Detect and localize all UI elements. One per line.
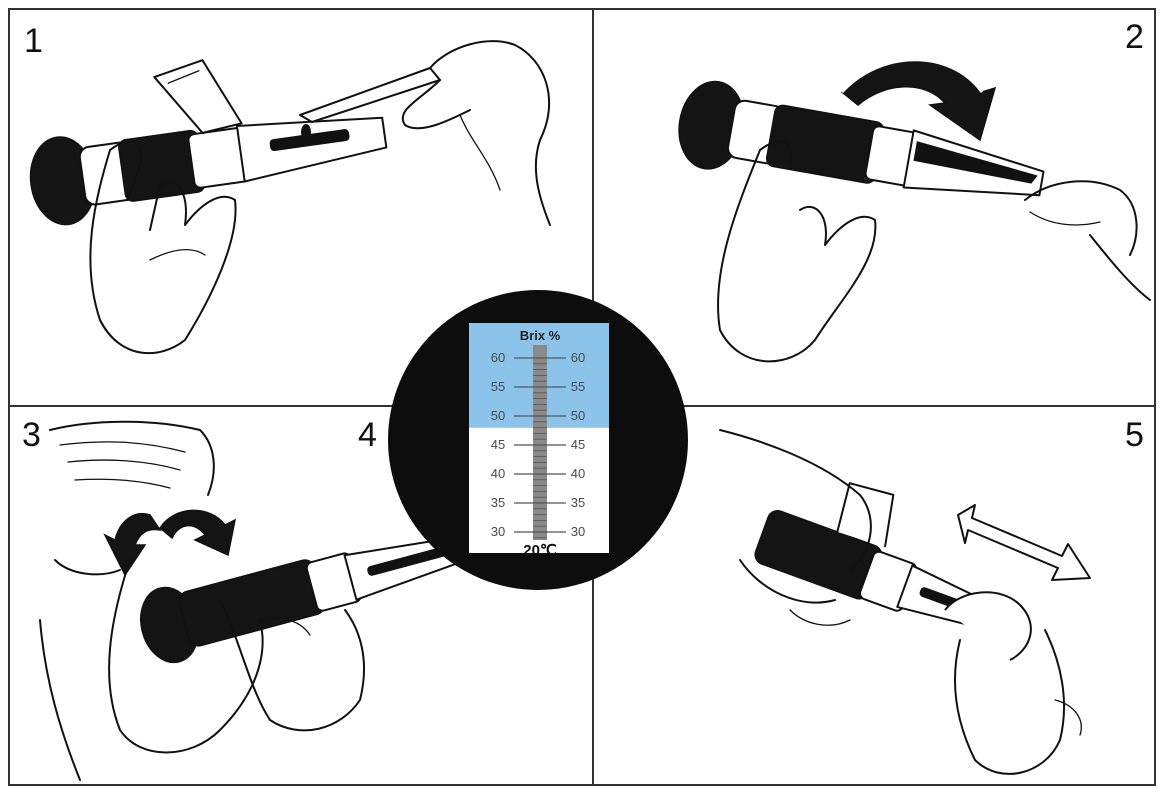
refractometer-1 (29, 59, 388, 226)
refractometer-2 (678, 80, 1045, 197)
sample-drop (301, 124, 311, 140)
step-number: 2 (1125, 18, 1144, 56)
scale-ruler (533, 345, 547, 540)
step-number: 1 (24, 22, 43, 60)
hand-holding-2 (717, 140, 877, 363)
hands-3 (108, 559, 366, 754)
scale-label-right: 50 (571, 408, 585, 423)
scale-label-right: 55 (571, 379, 585, 394)
hand-holding-5 (719, 429, 872, 626)
step-number: 4 (358, 416, 377, 454)
scale-label-left: 50 (491, 408, 505, 423)
scale-label-left: 45 (491, 437, 505, 452)
scale-label-left: 35 (491, 495, 505, 510)
step-number: 5 (1125, 416, 1144, 454)
panel-2-close-cover: 2 (678, 18, 1151, 363)
cloth-hand-5 (944, 591, 1082, 775)
scale-label-right: 40 (571, 466, 585, 481)
double-arrow-5 (957, 504, 1091, 581)
scale-label-right: 35 (571, 495, 585, 510)
scale-label-right: 60 (571, 350, 585, 365)
scale-label-left: 60 (491, 350, 505, 365)
face-3 (39, 420, 215, 781)
panel-5-clean-prism: 5 (719, 416, 1144, 775)
pipette-hand (299, 40, 551, 226)
refractometer-3 (140, 535, 469, 664)
panel-3-view-scale: 3 4 (22, 416, 469, 781)
pressing-hand-2 (1024, 180, 1151, 301)
panel-1-apply-sample: 1 (24, 22, 551, 354)
temperature-label: 20℃ (523, 542, 557, 559)
scale-title: Brix % (520, 328, 561, 343)
scale-label-right: 30 (571, 524, 585, 539)
curved-arrow-2 (840, 58, 997, 142)
refractometer-5 (754, 482, 1002, 633)
scale-tick-marks (514, 357, 566, 539)
scale-label-left: 30 (491, 524, 505, 539)
curved-arrow-3 (103, 509, 237, 577)
scale-label-left: 40 (491, 466, 505, 481)
scale-label-left: 55 (491, 379, 505, 394)
scale-label-right: 45 (571, 437, 585, 452)
hand-holding-1 (89, 140, 237, 354)
step-number: 3 (22, 416, 41, 454)
brix-scale-view: Brix % 60 55 50 45 40 35 30 60 55 50 45 … (388, 290, 688, 590)
